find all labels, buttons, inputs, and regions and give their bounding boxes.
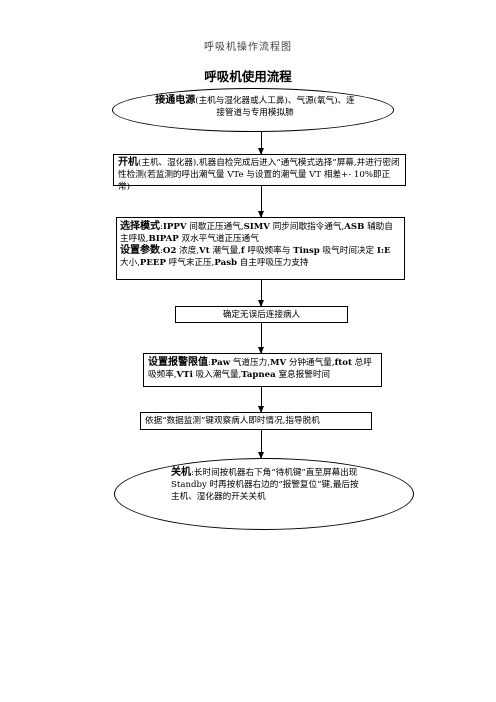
param-tinsp-desc: 吸气时间决定	[319, 246, 377, 256]
alarm-colon: :	[208, 358, 211, 368]
param-label: 设置参数	[120, 245, 160, 256]
param-o2: O2	[162, 246, 177, 256]
page-header: 呼吸机操作流程图	[204, 42, 292, 53]
arrow-3	[258, 280, 264, 307]
param-colon: :	[160, 246, 163, 256]
step-alarm-limits: 设置报警限值:Paw 气道压力,MV 分钟通气量,ftot 总呼吸频率,VTi …	[143, 353, 382, 387]
step-power-line1: 接通电源(主机与湿化器或人工鼻)、气源(氧气)、连	[137, 95, 373, 107]
step-power-text: (主机与湿化器或人工鼻)、气源(氧气)、连	[195, 96, 355, 106]
step-start-label: 开机	[118, 157, 138, 168]
param-pasb-desc: 自主呼吸压力支持	[237, 258, 309, 268]
alarm-paw-desc: 气道压力,	[230, 358, 270, 368]
step-power-label: 接通电源	[155, 95, 196, 106]
alarm-tapnea: Tapnea	[241, 370, 276, 380]
alarm-tapnea-desc: 窒息报警时间	[275, 370, 331, 380]
mode-bipap-desc: 双水平气道正压通气	[178, 234, 259, 244]
step-start-text: (主机、湿化器),机器自检完成后进入“通气模式选择”屏幕,并进行密闭性检测(若监…	[118, 158, 400, 192]
param-o2-desc: 浓度,	[176, 246, 200, 256]
arrow-5	[258, 387, 264, 413]
step-start-machine: 开机(主机、湿化器),机器自检完成后进入“通气模式选择”屏幕,并进行密闭性检测(…	[113, 154, 406, 192]
shutdown-text: :长时间按机器右下角“待机键”直至屏幕出现 Standby 时再按机器右边的“报…	[171, 468, 359, 502]
arrow-1	[258, 132, 264, 155]
mode-bipap: BIPAP	[148, 234, 179, 244]
mode-simv: SIMV	[243, 222, 270, 232]
shutdown-label: 关机	[171, 467, 191, 478]
alarm-ftot: ftot	[334, 358, 352, 368]
step-monitor-text: 依据“数据监测”键观察病人即时情况,指导脱机	[145, 416, 320, 426]
mode-asb: ASB	[344, 222, 365, 232]
step-power-on: 接通电源(主机与湿化器或人工鼻)、气源(氧气)、连 接管道与专用模拟肺	[112, 88, 394, 132]
alarm-mv: MV	[269, 358, 287, 368]
mode-line: 选择模式:IPPV 间歇正压通气,SIMV 同步间歇指令通气,ASB 辅助自主呼…	[120, 221, 401, 245]
param-f: f	[240, 246, 245, 256]
page-title: 呼吸机使用流程	[204, 69, 292, 84]
mode-ippv-desc: 间歇正压通气,	[186, 222, 244, 232]
mode-label: 选择模式	[120, 221, 160, 232]
arrow-4	[258, 323, 264, 354]
param-line: 设置参数:O2 浓度,Vt 潮气量,f 呼吸频率与 Tinsp 吸气时间决定 I…	[120, 245, 401, 269]
param-vt-desc: 潮气量,	[209, 246, 241, 256]
step-shutdown: 关机:长时间按机器右下角“待机键”直至屏幕出现 Standby 时再按机器右边的…	[114, 458, 414, 530]
param-peep-desc: 呼气末正压,	[165, 258, 215, 268]
alarm-vti-desc: 吸入潮气量,	[192, 370, 242, 380]
param-pasb: Pasb	[214, 258, 238, 268]
step-mode-parameters: 选择模式:IPPV 间歇正压通气,SIMV 同步间歇指令通气,ASB 辅助自主呼…	[116, 217, 405, 280]
step-monitor: 依据“数据监测”键观察病人即时情况,指导脱机	[140, 412, 372, 430]
alarm-ftot-desc: 总呼吸频率,	[148, 358, 372, 380]
arrow-6	[258, 430, 264, 459]
step-connect-text: 确定无误后连接病人	[222, 310, 301, 320]
alarm-vti: VTi	[176, 370, 193, 380]
mode-ippv: IPPV	[162, 222, 187, 232]
param-vt: Vt	[199, 246, 210, 256]
param-ie-desc: 大小,	[120, 258, 140, 268]
alarm-label: 设置报警限值	[148, 357, 208, 368]
mode-asb-desc: 辅助自主呼吸,	[120, 222, 393, 244]
arrow-2	[258, 186, 264, 218]
mode-colon: :	[160, 222, 163, 232]
param-peep: PEEP	[139, 258, 166, 268]
param-f-desc: 呼吸频率与	[244, 246, 294, 256]
step-connect-patient: 确定无误后连接病人	[175, 306, 348, 323]
param-tinsp: Tinsp	[293, 246, 320, 256]
alarm-mv-desc: 分钟通气量,	[286, 358, 335, 368]
step-power-line2: 接管道与专用模拟肺	[216, 108, 294, 118]
mode-simv-desc: 同步间歇指令通气,	[269, 222, 345, 232]
alarm-paw: Paw	[210, 358, 231, 368]
param-ie: I:E	[376, 246, 391, 256]
